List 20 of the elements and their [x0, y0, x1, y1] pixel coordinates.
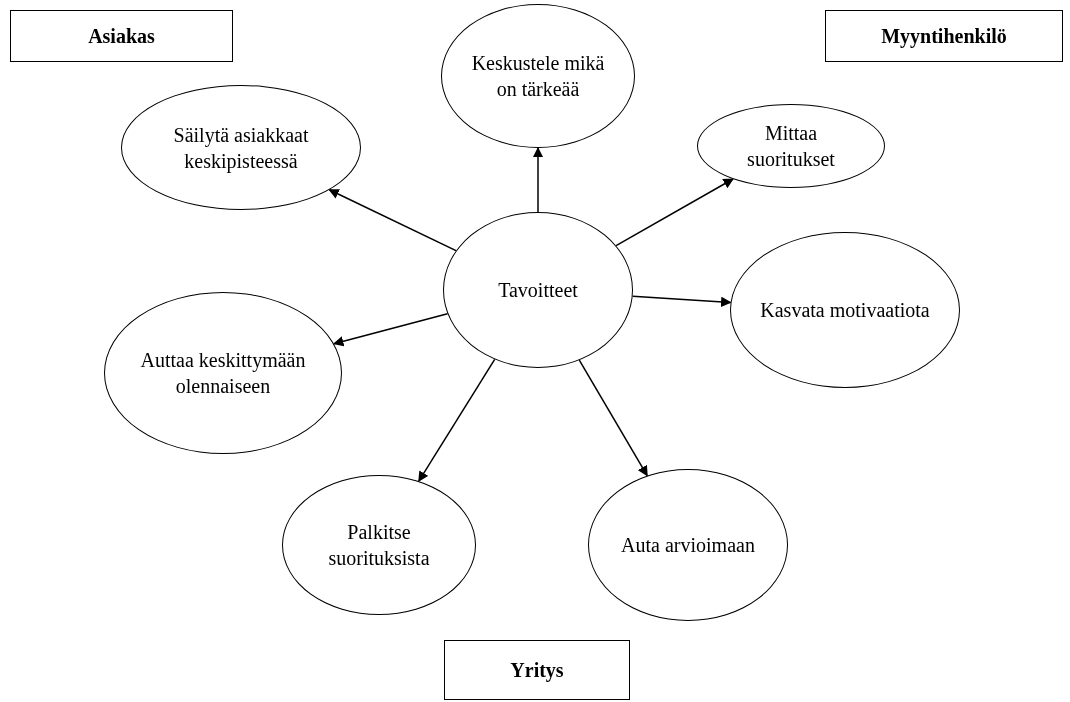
- box-title: Asiakas: [88, 24, 155, 49]
- arrow: [333, 313, 449, 347]
- arrow: [418, 358, 496, 483]
- arrow: [328, 189, 457, 252]
- node-label: Tavoitteet: [498, 278, 578, 303]
- node-label: Mittaa suoritukset: [746, 121, 836, 172]
- node-label: Palkitse suorituksista: [327, 520, 431, 571]
- arrow: [631, 295, 732, 308]
- node-label: Kasvata motivaatiota: [760, 298, 930, 323]
- label-box: [444, 640, 630, 700]
- label-box: [10, 10, 233, 62]
- node-label: Säilytä asiakkaat keskipisteessä: [172, 122, 310, 174]
- node-label: Auta arvioimaan: [621, 533, 755, 558]
- box-title: Myyntihenkilö: [881, 24, 1007, 49]
- box-title: Yritys: [510, 658, 564, 683]
- arrow: [578, 359, 648, 477]
- node-label: Auttaa keskittymään olennaiseen: [139, 348, 307, 399]
- node-label: Keskustele mikä on tärkeää: [470, 51, 606, 102]
- label-box: [825, 10, 1063, 62]
- arrow: [532, 146, 544, 213]
